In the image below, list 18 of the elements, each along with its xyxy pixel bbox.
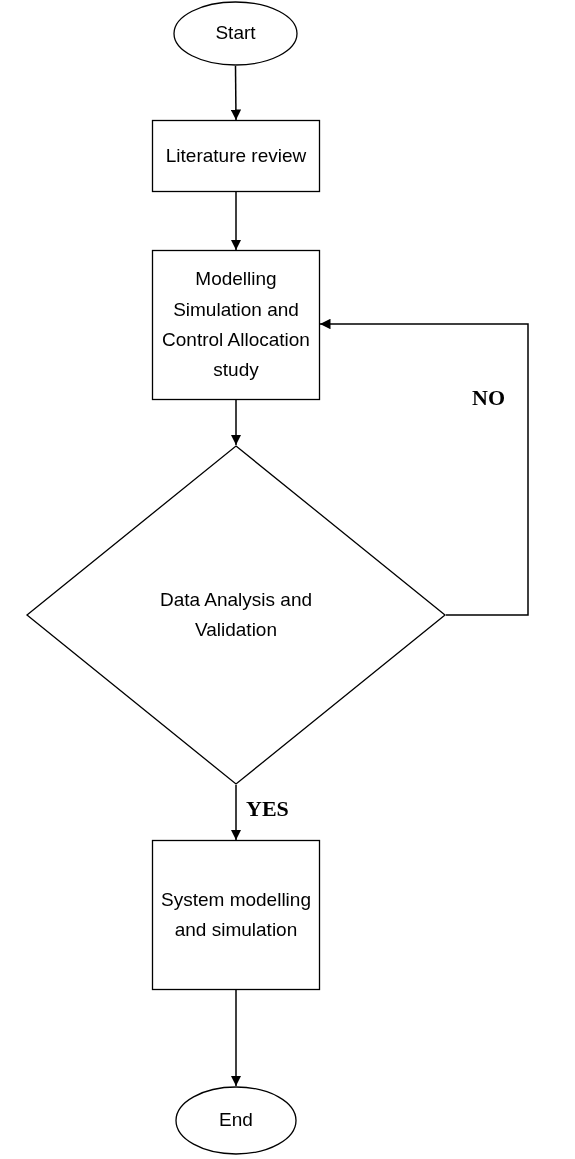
arrow [319, 318, 529, 616]
node-label: End [218, 1108, 254, 1133]
process-box [152, 250, 320, 400]
arrow [230, 399, 242, 446]
node-label: Start [214, 21, 257, 46]
process-box [152, 840, 320, 990]
process-box [152, 120, 320, 192]
terminal-ellipse [173, 1, 298, 66]
node-label: System modelling and simulation [160, 887, 312, 942]
node-label: Literature review [164, 143, 308, 168]
decision-diamond [26, 445, 446, 785]
arrow [230, 784, 242, 841]
node-label: Modelling Simulation and Control Allocation study [161, 267, 311, 383]
terminal-ellipse [175, 1086, 297, 1155]
node-label: Data Analysis and Validation [158, 587, 314, 642]
arrow [230, 989, 242, 1087]
arrow [230, 191, 242, 251]
arrow [230, 65, 242, 121]
